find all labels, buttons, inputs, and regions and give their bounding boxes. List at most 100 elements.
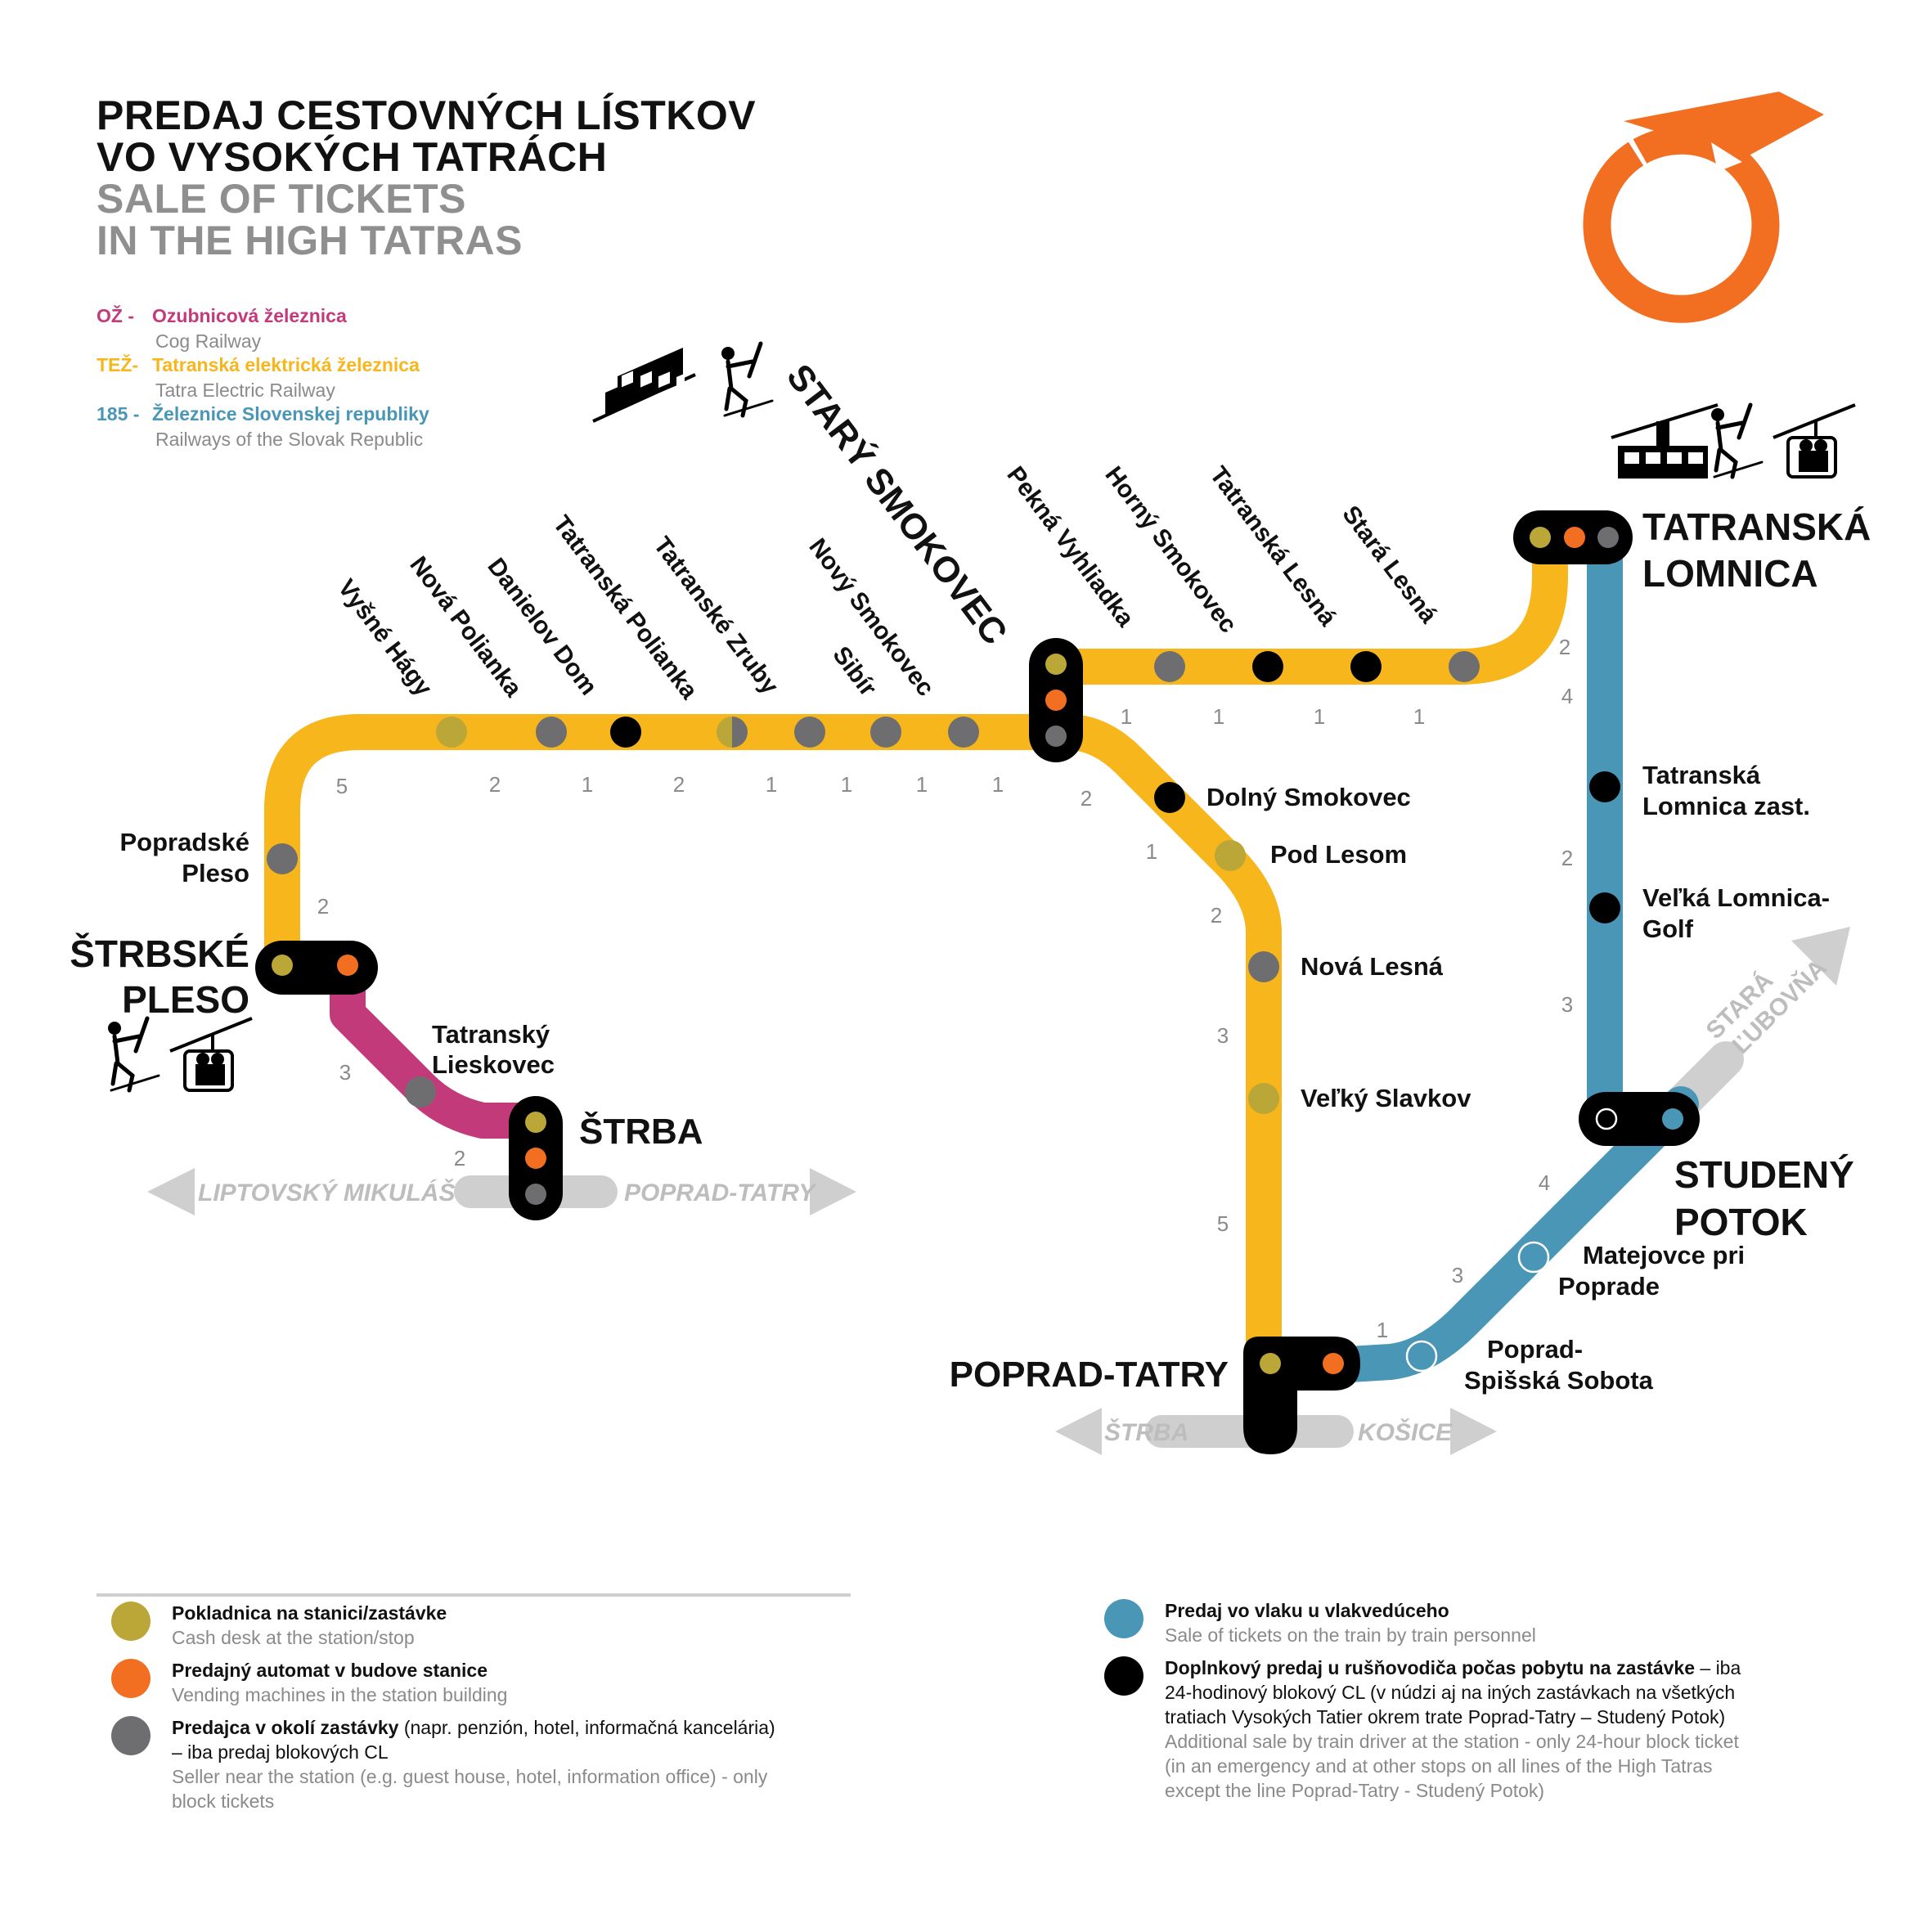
key-sk: Predaj vo vlaku u vlakvedúceho — [1165, 1600, 1449, 1621]
stop-label-tl-zast-2: Lomnica zast. — [1642, 792, 1810, 820]
key-en: Cash desk at the station/stop — [172, 1627, 415, 1648]
legend-cog: OŽ -Ozubnicová železnica — [97, 305, 347, 327]
travel-time: 2 — [454, 1146, 465, 1170]
direction-label-liptovsky-mikulas: LIPTOVSKÝ MIKULÁŠ — [198, 1179, 455, 1206]
key-dot-vending — [111, 1659, 151, 1698]
key-item-zssr: Predaj vo vlaku u vlakvedúceho Sale of t… — [1165, 1598, 1885, 1647]
key-sk: Predajca v okolí zastávky — [172, 1717, 399, 1738]
travel-time: 2 — [1561, 846, 1573, 870]
legend-en: Tatra Electric Railway — [155, 380, 335, 401]
cog-train-icon — [592, 348, 696, 423]
stop-dot-tatranske-zruby — [794, 717, 825, 748]
vending-dot — [1045, 690, 1067, 711]
key-sk: Pokladnica na stanici/zastávke — [172, 1602, 447, 1624]
key-en: Sale of tickets on the train by train pe… — [1165, 1624, 1536, 1646]
station-label-strbske-pleso: ŠTRBSKÉ — [70, 932, 249, 975]
stop-dot-spisska-sobota — [1405, 1340, 1438, 1373]
key-sk: Predajný automat v budove stanice — [172, 1660, 488, 1681]
title-sk-line2: VO VYSOKÝCH TATRÁCH — [97, 134, 608, 180]
stop-dot-matejovce — [1517, 1241, 1550, 1274]
cable-car-icon — [1611, 403, 1719, 479]
key-dot-cash — [111, 1602, 151, 1641]
cash-dot — [1045, 654, 1067, 675]
zssk-logo — [1583, 92, 1824, 323]
legend-name: Tatranská elektrická železnica — [152, 354, 420, 375]
travel-time: 1 — [916, 772, 928, 797]
key-en: Additional sale by train driver at the s… — [1165, 1731, 1739, 1752]
key-en: Seller near the station (e.g. guest hous… — [172, 1766, 768, 1787]
stop-label-tatransky-lieskovec: Tatranský — [432, 1020, 550, 1049]
stop-label-matejovce-2: Poprade — [1558, 1272, 1660, 1301]
travel-time: 1 — [1314, 704, 1325, 729]
stop-label-popradske-pleso-2: Pleso — [182, 859, 249, 887]
stop-dot-sibir — [870, 717, 901, 748]
stop-label-tatransky-lieskovec-2: Lieskovec — [432, 1050, 555, 1079]
travel-time: 1 — [766, 772, 777, 797]
travel-time: 1 — [1146, 839, 1157, 864]
skier-icon — [108, 1016, 160, 1093]
zssr-dot — [1662, 1108, 1683, 1130]
stop-label-tl-zast: Tatranská — [1642, 761, 1761, 789]
travel-time: 1 — [1413, 704, 1425, 729]
stop-dot-tatransky-lieskovec — [405, 1076, 436, 1108]
stop-label-vysne-hagy: Vyšné Hágy — [332, 574, 437, 701]
cash-dot — [1530, 527, 1551, 548]
stop-label-dolny-smokovec: Dolný Smokovec — [1206, 783, 1411, 811]
tez-line-main — [264, 714, 1073, 983]
stop-dot-stara-lesna — [1449, 651, 1480, 682]
stop-dot-popradske-pleso — [267, 843, 298, 874]
chairlift-icon — [169, 1017, 253, 1092]
key-sk-extra: – iba — [1695, 1657, 1741, 1678]
vending-dot — [525, 1148, 546, 1169]
stop-label-matejovce: Matejovce pri — [1583, 1241, 1745, 1269]
key-sk-line2: 24-hodinový blokový CL (v núdzi aj na in… — [1165, 1682, 1736, 1703]
stop-label-spisska-sobota: Poprad- — [1487, 1335, 1583, 1364]
travel-time: 1 — [841, 772, 852, 797]
travel-time: 2 — [673, 772, 685, 797]
travel-time: 5 — [1217, 1211, 1229, 1236]
key-sk-extra: (napr. penzión, hotel, informačná kancel… — [398, 1717, 775, 1738]
travel-time: 1 — [1121, 704, 1132, 729]
cash-dot — [272, 955, 293, 976]
travel-time: 5 — [336, 774, 348, 798]
direction-label-poprad-tatry: POPRAD-TATRY — [624, 1179, 817, 1206]
travel-time: 4 — [1561, 684, 1573, 708]
key-en: Vending machines in the station building — [172, 1684, 508, 1705]
stop-dot-horny-smokovec — [1252, 651, 1283, 682]
legend-name: Ozubnicová železnica — [152, 305, 347, 326]
vending-dot — [1323, 1353, 1344, 1374]
station-label-tatranska-lomnica-2: LOMNICA — [1642, 552, 1818, 595]
stop-dot-tatranska-lesna — [1350, 651, 1382, 682]
cash-dot — [1260, 1353, 1281, 1374]
legend-code: 185 - — [97, 403, 140, 425]
title-sk-line1: PREDAJ CESTOVNÝCH LÍSTKOV — [97, 92, 757, 138]
travel-time: 2 — [1081, 786, 1092, 811]
stop-label-popradske-pleso: Popradské — [119, 828, 249, 856]
station-label-poprad-tatry: POPRAD-TATRY — [950, 1355, 1229, 1395]
seller-dot — [525, 1184, 546, 1205]
skier-icon — [1711, 402, 1764, 479]
travel-time: 1 — [1377, 1318, 1388, 1342]
stop-label-velky-slavkov: Veľký Slavkov — [1301, 1084, 1471, 1112]
stop-dot-danielov-dom — [610, 717, 641, 748]
chairlift-icon — [1772, 403, 1856, 479]
cash-dot — [525, 1112, 546, 1133]
seller-dot — [1597, 527, 1619, 548]
travel-time: 2 — [1211, 903, 1222, 928]
travel-time: 3 — [1217, 1023, 1229, 1048]
key-item-cash: Pokladnica na stanici/zastávke Cash desk… — [172, 1601, 842, 1650]
key-item-vending: Predajný automat v budove stanice Vendin… — [172, 1658, 842, 1707]
stop-label-spisska-sobota-2: Spišská Sobota — [1464, 1366, 1654, 1395]
stop-label-velka-lomnica-2: Golf — [1642, 914, 1694, 943]
legend-en: Railways of the Slovak Republic — [155, 429, 424, 450]
station-label-stary-smokovec: STARÝ SMOKOVEC — [779, 357, 1016, 652]
legend-en: Cog Railway — [155, 330, 262, 352]
title-en-line2: IN THE HIGH TATRAS — [97, 218, 523, 263]
travel-time: 1 — [1213, 704, 1224, 729]
key-en-line3: except the line Poprad-Tatry - Studený P… — [1165, 1780, 1545, 1801]
key-dot-driver — [1104, 1656, 1143, 1696]
stop-label-pod-lesom: Pod Lesom — [1270, 840, 1407, 869]
stop-dot-novy-smokovec — [948, 717, 979, 748]
station-box-strbske-pleso — [255, 941, 378, 995]
